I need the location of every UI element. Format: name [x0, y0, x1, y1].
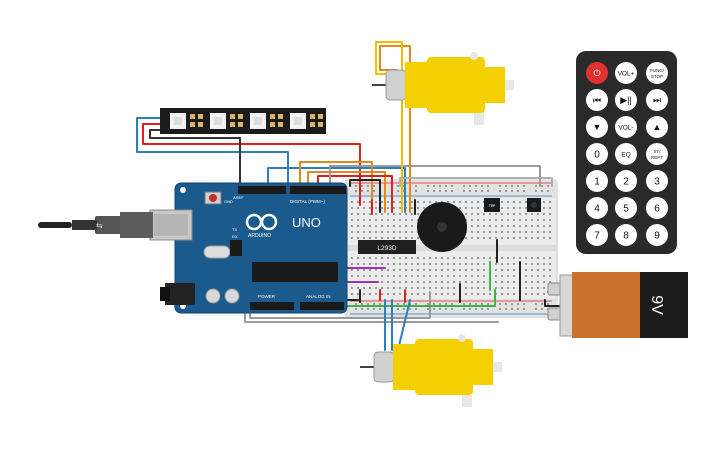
- arduino-logo: [245, 213, 278, 231]
- remote-button[interactable]: ⏻: [586, 62, 608, 84]
- wire-gray-top-right: [399, 177, 553, 187]
- digital-header-label: DIGITAL (PWM~): [290, 199, 325, 204]
- aref-label: AREF: [233, 195, 244, 200]
- battery-9v: 9V: [547, 272, 688, 338]
- rx-label: RX: [232, 234, 238, 239]
- remote-button-label: EQ: [621, 151, 630, 158]
- wire-gray-a: [329, 165, 541, 187]
- motor-driver-label: L293D: [377, 245, 396, 252]
- usb-icon: ⇆: [96, 221, 103, 230]
- remote-button[interactable]: 1: [586, 170, 608, 192]
- arduino-brand-label: ARDUINO: [248, 233, 271, 239]
- remote-button[interactable]: FUNC/STOP: [646, 62, 668, 84]
- neopixel-led: [170, 113, 203, 129]
- remote-button-label: ⏭: [653, 95, 661, 105]
- l293d-chip: L293D: [358, 240, 416, 254]
- dc-motor-top: [372, 52, 514, 125]
- remote-button-label: STOP: [651, 74, 663, 79]
- remote-button-label: 7: [594, 231, 600, 242]
- remote-button-label: 9: [654, 231, 660, 242]
- remote-button-label: 2: [623, 177, 629, 188]
- remote-keypad: ⏻ VOL+ FUNC/STOP ⏮ ▶|| ⏭ ▼ VOL- ▲ 0 EQ ST/REPT 1 2 3 4 5…: [586, 62, 668, 246]
- wire-orange-b: [307, 171, 386, 213]
- remote-button[interactable]: ⏮: [586, 89, 608, 111]
- remote-button[interactable]: 7: [586, 224, 608, 246]
- tx-label: TX: [232, 227, 237, 232]
- remote-button[interactable]: 0: [586, 143, 608, 165]
- remote-button[interactable]: 3: [646, 170, 668, 192]
- remote-button[interactable]: ▼: [586, 116, 608, 138]
- wire-blue-a: [267, 167, 406, 213]
- neopixel-led: [250, 113, 283, 129]
- remote-button-label: 8: [623, 231, 629, 242]
- remote-button-label: 1: [594, 177, 600, 188]
- remote-button[interactable]: VOL-: [615, 116, 637, 138]
- remote-button[interactable]: ST/REPT: [646, 143, 668, 165]
- temperature-sensor: TMP: [484, 198, 500, 212]
- remote-button-label: ⏮: [593, 95, 601, 105]
- arduino-model-label: UNO: [292, 215, 321, 230]
- remote-button[interactable]: EQ: [615, 143, 637, 165]
- ir-receiver: [527, 198, 541, 212]
- remote-button-label: FUNC/: [650, 68, 664, 73]
- svg-text:TMP: TMP: [489, 204, 495, 208]
- wire-orange-a: [299, 161, 373, 213]
- remote-button[interactable]: 2: [615, 170, 637, 192]
- remote-button[interactable]: VOL+: [615, 62, 637, 84]
- wire-neopixel-red: [142, 123, 361, 206]
- remote-button-label: ⏻: [593, 68, 600, 78]
- remote-button[interactable]: 9: [646, 224, 668, 246]
- remote-button[interactable]: 4: [586, 197, 608, 219]
- arduino-uno-board: UNO ARDUINO DIGITAL (PWM~) POWER ANALOG …: [149, 182, 348, 314]
- remote-button-label: 0: [594, 150, 600, 161]
- remote-button-label: 5: [623, 204, 629, 215]
- remote-button[interactable]: 6: [646, 197, 668, 219]
- remote-button-label: 3: [654, 177, 660, 188]
- remote-button-label: 4: [594, 204, 600, 215]
- usb-cable: ⇆: [38, 212, 153, 238]
- remote-button-label: ST/: [653, 149, 661, 154]
- neopixel-strip: [160, 108, 326, 134]
- dc-motor-bottom: [360, 334, 502, 407]
- remote-button-label: VOL+: [618, 70, 635, 77]
- remote-button-label: ▼: [593, 122, 602, 132]
- remote-button[interactable]: ▶||: [615, 89, 637, 111]
- remote-button-label: ▶||: [620, 95, 632, 105]
- remote-button[interactable]: ▲: [646, 116, 668, 138]
- battery-label: 9V: [648, 295, 665, 315]
- analog-header-label: ANALOG IN: [306, 294, 331, 299]
- remote-button-label: REPT: [651, 155, 663, 160]
- piezo-buzzer: [417, 202, 467, 252]
- remote-button-label: ▲: [653, 122, 662, 132]
- ir-remote: ⏻ VOL+ FUNC/STOP ⏮ ▶|| ⏭ ▼ VOL- ▲ 0 EQ ST/REPT 1 2 3 4 5…: [576, 51, 677, 254]
- wire-bottom-motor-blue3: [397, 299, 411, 351]
- wire-battery-black: [544, 299, 561, 307]
- wire-neopixel-blue: [136, 117, 289, 187]
- wire-red-a: [317, 175, 393, 213]
- wire-black-a: [349, 179, 381, 213]
- remote-button[interactable]: ⏭: [646, 89, 668, 111]
- neopixel-led: [210, 113, 243, 129]
- wire-neopixel-black: [149, 129, 241, 187]
- breadboard-holes: [351, 185, 551, 310]
- remote-button-label: 6: [654, 204, 660, 215]
- gnd-label: GND: [224, 199, 233, 204]
- power-header-label: POWER: [258, 294, 276, 299]
- neopixel-led: [290, 113, 323, 129]
- remote-button[interactable]: 8: [615, 224, 637, 246]
- remote-button-label: VOL-: [618, 124, 633, 131]
- remote-button[interactable]: 5: [615, 197, 637, 219]
